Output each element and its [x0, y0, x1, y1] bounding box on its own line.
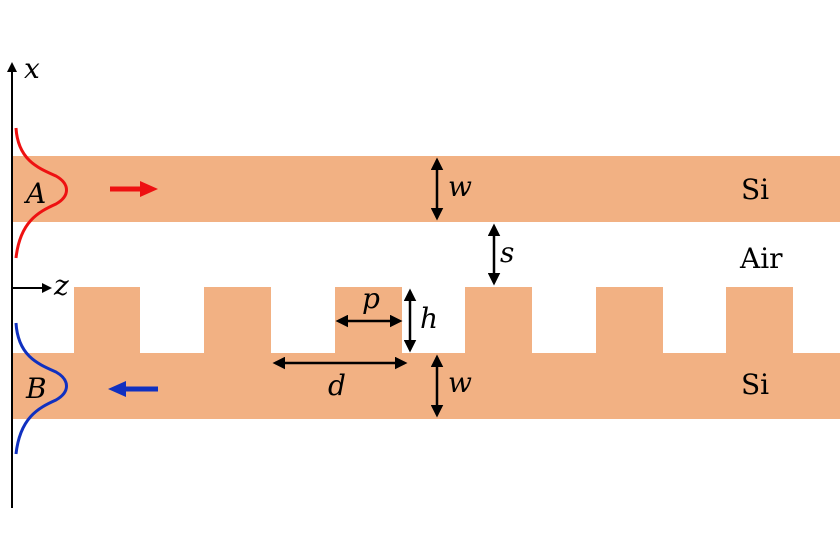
mode-b-profile-curve [14, 322, 68, 455]
grating-tooth [74, 287, 140, 354]
x-axis-label: x [24, 52, 40, 85]
mode-b-arrowhead [108, 381, 126, 397]
tooth-width-label: p [362, 282, 380, 315]
bottom-width-label: w [448, 366, 472, 399]
separation-label: s [500, 236, 514, 269]
bottom-silicon-waveguide [12, 353, 840, 419]
gap-material-label: Air [739, 242, 783, 275]
top-width-label: w [448, 170, 472, 203]
mode-a-profile-curve [14, 127, 68, 259]
z-axis-label: z [53, 269, 69, 302]
grating-tooth [204, 287, 271, 354]
grating-tooth [465, 287, 532, 354]
grating-tooth [596, 287, 663, 354]
period-label: d [328, 369, 346, 402]
mode-a-arrowhead [140, 181, 158, 197]
mode-b-label: B [25, 372, 47, 405]
mode-a-label: A [23, 177, 46, 210]
top-material-label: Si [741, 173, 769, 206]
bottom-material-label: Si [741, 368, 769, 401]
grating-tooth [726, 287, 793, 354]
tooth-height-label: h [420, 302, 438, 335]
